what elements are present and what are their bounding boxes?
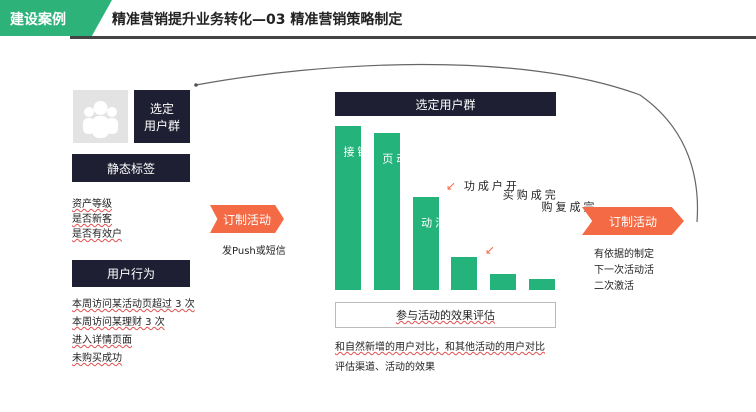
next-activity-notes: 有依据的制定 下一次活动活 二次激活 <box>594 247 654 295</box>
page-title: 精准营销提升业务转化—03 精准营销策略制定 <box>112 12 403 28</box>
list-item: 资产等级 <box>72 199 112 210</box>
static-tags-list: 资产等级 是否新客 是否有效户 <box>72 197 122 242</box>
list-item: 是否新客 <box>72 214 112 225</box>
list-item: 本周访问某活动页超过 3 次 <box>72 299 195 310</box>
user-behavior-list: 本周访问某活动页超过 3 次 本周访问某理财 3 次 进入详情页面 未购买成功 <box>72 296 195 368</box>
users-icon <box>73 90 128 143</box>
evaluation-title: 参与活动的效果评估 <box>396 309 495 322</box>
static-tags-header: 静态标签 <box>72 154 190 182</box>
funnel-bar <box>529 278 555 290</box>
funnel-bar <box>335 126 361 290</box>
funnel-bar-label: 完成购买 <box>501 188 557 201</box>
select-user-group-box: 选定 用户群 <box>134 90 190 143</box>
funnel-bar-label: 进入活动页 <box>380 152 450 165</box>
down-arrow-icon: ↙ <box>446 179 457 193</box>
eval-note: 评估渠道、活动的效果 <box>335 362 435 373</box>
note: 下一次活动活 <box>594 265 654 276</box>
list-item: 本周访问某理财 3 次 <box>72 317 165 328</box>
down-arrow-icon: ↙ <box>485 243 496 257</box>
funnel-bar-label: 参与活动 <box>419 216 475 229</box>
push-note: 发Push或短信 <box>222 246 286 257</box>
funnel-bar <box>373 132 400 290</box>
funnel-bar <box>490 273 517 290</box>
custom-activity-arrow-right: 订制活动 <box>582 207 684 235</box>
note: 有依据的制定 <box>594 249 654 260</box>
eval-note: 和自然新增的用户对比，和其他活动的用户对比 <box>335 342 545 353</box>
funnel-bar <box>412 196 439 290</box>
section-tag: 建设案例 <box>0 0 112 36</box>
note: 二次激活 <box>594 281 634 292</box>
custom-activity-arrow-left: 订制活动 <box>210 205 284 233</box>
header-divider <box>70 36 756 39</box>
funnel-header: 选定用户群 <box>335 92 556 116</box>
list-item: 未购买成功 <box>72 353 122 364</box>
user-behavior-header: 用户行为 <box>72 260 190 287</box>
evaluation-box: 参与活动的效果评估 <box>335 302 556 328</box>
list-item: 是否有效户 <box>72 229 122 240</box>
funnel-bar <box>451 257 478 290</box>
funnel-bar-label: 开户成功 <box>462 180 518 193</box>
list-item: 进入详情页面 <box>72 335 132 346</box>
